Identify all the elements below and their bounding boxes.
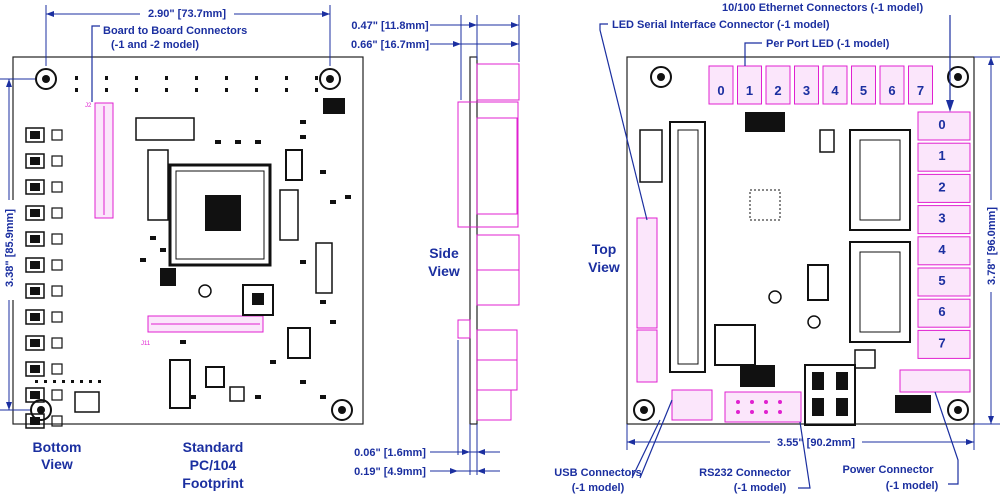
standard-label-3: Footprint — [182, 475, 244, 491]
top-height-dimension: 3.78" [96.0mm] — [974, 56, 1000, 425]
usb-pointer-2 — [639, 399, 673, 479]
side-dimensions: 0.47" [11.8mm] 0.66" [16.7mm] 0.06" [1.6… — [351, 15, 520, 478]
ethernet-port-number: 1 — [938, 148, 945, 163]
side-dim-4-label: 0.19" [4.9mm] — [354, 466, 426, 478]
led-serial-label: LED Serial Interface Connector (-1 model… — [612, 19, 830, 31]
led-number: 1 — [746, 83, 753, 98]
top-view-label-1: Top — [592, 241, 617, 257]
bottom-view-label-1: Bottom — [33, 439, 82, 455]
top-width-label: 3.55" [90.2mm] — [777, 437, 855, 449]
mount-hole-icon — [319, 68, 341, 90]
mount-hole-icon — [650, 66, 672, 88]
standard-label-2: PC/104 — [190, 457, 237, 473]
power-connector — [899, 369, 971, 393]
led-number: 4 — [831, 83, 839, 98]
led-serial-connector — [636, 217, 658, 329]
bottom-height-label: 3.38" [85.9mm] — [4, 209, 16, 287]
led-connector — [851, 65, 876, 105]
bottom-width-label: 2.90" [73.7mm] — [148, 8, 226, 20]
led-serial-connector-lower — [636, 329, 658, 383]
bottom-width-dimension: 2.90" [73.7mm] — [45, 5, 331, 66]
ethernet-port — [917, 298, 971, 328]
led-number: 7 — [917, 83, 924, 98]
board-to-board-label: Board to Board Connectors — [103, 25, 247, 37]
ethernet-port-number: 0 — [938, 117, 945, 132]
processor-chip — [168, 163, 272, 267]
led-number: 0 — [717, 83, 724, 98]
side-dim-1-label: 0.47" [11.8mm] — [351, 20, 429, 32]
led-serial-pointer — [599, 23, 648, 221]
per-port-led-label: Per Port LED (-1 model) — [766, 38, 890, 50]
usb-pointer-1 — [631, 419, 661, 479]
side-view-label-2: View — [428, 263, 460, 279]
led-connector — [822, 65, 848, 105]
bottom-height-dimension: 3.38" [85.9mm] — [0, 78, 35, 411]
ethernet-port-number: 2 — [938, 179, 945, 194]
power-label-1: Power Connector — [842, 464, 934, 476]
ethernet-port-number: 4 — [938, 242, 946, 257]
led-number: 2 — [774, 83, 781, 98]
bottom-view-board: J2 J11 — [12, 56, 364, 429]
board-to-board-model-label: (-1 and -2 model) — [111, 39, 199, 51]
led-number: 3 — [803, 83, 810, 98]
top-view-board: 0 1 2 3 4 5 6 7 0 1 2 3 4 5 6 7 — [626, 56, 975, 426]
ethernet-connector-column: 0 1 2 3 4 5 6 7 — [917, 111, 971, 359]
led-connector — [908, 65, 933, 105]
standard-label-1: Standard — [183, 439, 244, 455]
ethernet-port — [917, 329, 971, 359]
mount-hole-icon — [30, 399, 52, 421]
ethernet-port-number: 6 — [938, 304, 945, 319]
bottom-view-label-2: View — [41, 456, 73, 472]
ethernet-port-number: 7 — [938, 335, 945, 350]
ethernet-port-number: 5 — [938, 273, 945, 288]
usb-label-1: USB Connectors — [554, 467, 641, 479]
side-dim-2-label: 0.66" [16.7mm] — [351, 39, 429, 51]
left-component-column — [25, 76, 351, 429]
usb-label-2: (-1 model) — [572, 482, 625, 494]
ethernet-label: 10/100 Ethernet Connectors (-1 model) — [722, 2, 923, 14]
top-height-label: 3.78" [96.0mm] — [986, 207, 998, 285]
per-port-led-row: 0 1 2 3 4 5 6 7 — [708, 65, 933, 105]
mount-hole-icon — [331, 399, 353, 421]
mount-hole-icon — [35, 68, 57, 90]
per-port-led-pointer — [744, 42, 762, 66]
ethernet-port-number: 3 — [938, 211, 945, 226]
led-connector — [879, 65, 905, 105]
ethernet-port — [917, 205, 971, 235]
led-connector — [794, 65, 819, 105]
rs232-pointer — [798, 421, 811, 489]
ethernet-port — [917, 111, 971, 141]
side-dim-3-label: 0.06" [1.6mm] — [354, 447, 426, 459]
ethernet-port — [917, 142, 971, 172]
j11-silk-label: J11 — [141, 341, 151, 347]
ethernet-port — [917, 236, 971, 266]
rs232-connector — [724, 391, 802, 423]
usb-connector — [671, 389, 713, 421]
led-connector — [708, 65, 734, 105]
mount-hole-icon — [947, 399, 969, 421]
mount-hole-icon — [633, 399, 655, 421]
power-pointer — [934, 391, 959, 485]
led-connector — [737, 65, 762, 105]
power-label-2: (-1 model) — [886, 480, 939, 492]
led-number: 6 — [888, 83, 895, 98]
side-view-label-1: Side — [429, 245, 459, 261]
led-number: 5 — [860, 83, 867, 98]
board-to-board-pointer — [91, 25, 100, 102]
top-view-label-2: View — [588, 259, 620, 275]
side-view-board — [457, 56, 520, 425]
ethernet-port — [917, 173, 971, 203]
rs232-label-1: RS232 Connector — [699, 467, 791, 479]
j2-silk-label: J2 — [85, 103, 92, 109]
rs232-label-2: (-1 model) — [734, 482, 787, 494]
led-connector — [765, 65, 791, 105]
ethernet-port — [917, 267, 971, 297]
top-width-dimension: 3.55" [90.2mm] — [626, 424, 975, 450]
mount-hole-icon — [947, 66, 969, 88]
